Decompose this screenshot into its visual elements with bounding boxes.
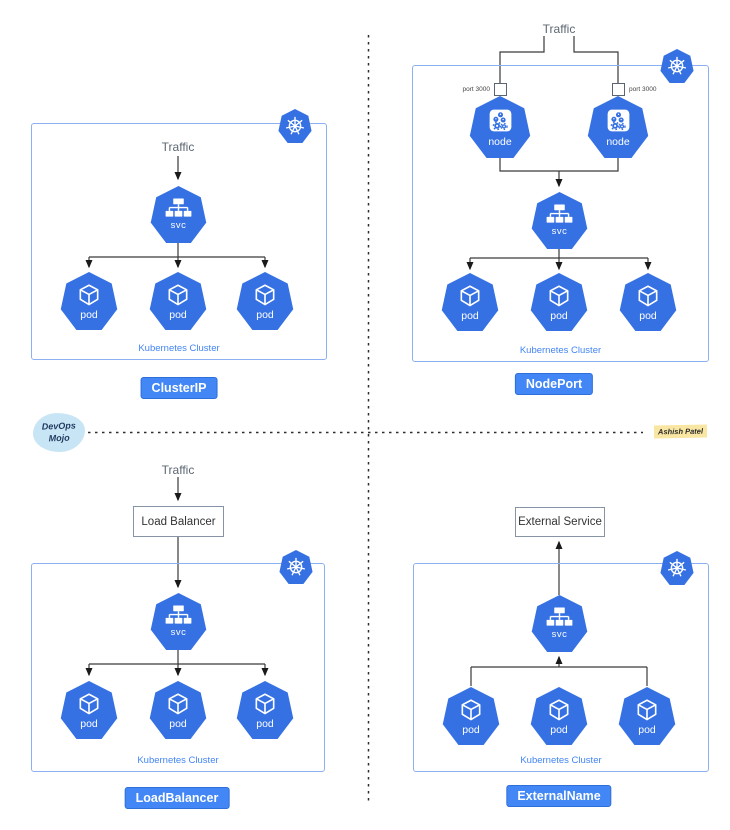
clusterip-type-badge: ClusterIP: [140, 377, 218, 399]
pod-label: pod: [80, 308, 98, 321]
kubernetes-logo-icon: [660, 49, 694, 83]
pod-label: pod: [639, 309, 657, 322]
pod-node: pod: [60, 272, 118, 330]
traffic-label: Traffic: [161, 463, 195, 477]
pod-cube-icon: [165, 282, 191, 308]
pod-node: pod: [236, 681, 294, 739]
pod-node: pod: [530, 687, 588, 745]
kubernetes-logo-icon: [278, 109, 312, 143]
port-label: port 3000: [462, 86, 490, 93]
svc-node: svc: [531, 192, 588, 249]
author-tag: Ashish Patel: [653, 424, 708, 439]
kubernetes-logo-icon: [279, 550, 313, 584]
pod-node: pod: [530, 273, 588, 331]
pod-label: pod: [638, 723, 656, 736]
svc-label: svc: [170, 220, 187, 232]
pod-label: pod: [256, 308, 274, 321]
pod-cube-icon: [76, 282, 102, 308]
node-gears-icon: [604, 106, 633, 135]
pod-cube-icon: [546, 283, 572, 309]
pod-node: pod: [236, 272, 294, 330]
pod-node: pod: [618, 687, 676, 745]
devops-badge-line1: DevOps: [41, 420, 76, 432]
pod-label: pod: [80, 717, 98, 730]
cluster-label: Kubernetes Cluster: [519, 345, 602, 356]
devops-badge-line2: Mojo: [48, 432, 70, 443]
svc-node: svc: [150, 186, 207, 243]
node-port-square: [612, 83, 625, 96]
pod-cube-icon: [165, 691, 191, 717]
loadbalancer-type-badge: LoadBalancer: [124, 787, 230, 809]
pod-cube-icon: [546, 697, 572, 723]
node-label: node: [488, 136, 512, 149]
cluster-label: Kubernetes Cluster: [138, 343, 220, 354]
service-tree-icon: [546, 607, 573, 628]
externalname-type-badge: ExternalName: [506, 785, 612, 807]
pod-node: pod: [149, 681, 207, 739]
traffic-label: Traffic: [542, 22, 576, 36]
kubernetes-logo-icon: [660, 551, 694, 585]
pod-label: pod: [169, 308, 187, 321]
pod-cube-icon: [634, 697, 660, 723]
cluster-box-nodeport: Kubernetes Cluster: [412, 65, 709, 362]
node-shape: node: [469, 96, 531, 158]
pod-node: pod: [441, 273, 499, 331]
cluster-box-loadbalancer: Kubernetes Cluster: [31, 563, 325, 772]
nodeport-type-badge: NodePort: [514, 373, 594, 395]
cluster-box-externalname: Kubernetes Cluster: [413, 563, 709, 772]
external-service-box: External Service: [515, 507, 605, 537]
pod-node: pod: [149, 272, 207, 330]
node-label: node: [606, 136, 630, 149]
devops-mojo-badge: DevOps Mojo: [32, 412, 86, 453]
node-shape: node: [587, 96, 649, 158]
node-gears-icon: [486, 106, 515, 135]
svc-label: svc: [170, 627, 187, 639]
svc-label: svc: [551, 226, 568, 238]
service-tree-icon: [165, 198, 192, 219]
cluster-label: Kubernetes Cluster: [137, 755, 219, 766]
pod-label: pod: [461, 309, 479, 322]
pod-label: pod: [550, 723, 568, 736]
node-port-square: [494, 83, 507, 96]
pod-label: pod: [169, 717, 187, 730]
traffic-label: Traffic: [161, 140, 195, 154]
pod-label: pod: [462, 723, 480, 736]
pod-cube-icon: [458, 697, 484, 723]
pod-cube-icon: [252, 282, 278, 308]
svc-label: svc: [551, 629, 568, 641]
load-balancer-box: Load Balancer: [133, 506, 224, 537]
service-tree-icon: [546, 204, 573, 225]
pod-node: pod: [442, 687, 500, 745]
pod-label: pod: [256, 717, 274, 730]
pod-node: pod: [619, 273, 677, 331]
port-label: port 3000: [629, 86, 657, 93]
cluster-label: Kubernetes Cluster: [520, 755, 602, 766]
pod-node: pod: [60, 681, 118, 739]
service-tree-icon: [165, 605, 192, 626]
pod-cube-icon: [635, 283, 661, 309]
cluster-box-clusterip: Kubernetes Cluster: [31, 123, 327, 360]
pod-cube-icon: [76, 691, 102, 717]
svc-node: svc: [150, 593, 207, 650]
pod-label: pod: [550, 309, 568, 322]
pod-cube-icon: [457, 283, 483, 309]
svc-node: svc: [531, 595, 588, 652]
pod-cube-icon: [252, 691, 278, 717]
